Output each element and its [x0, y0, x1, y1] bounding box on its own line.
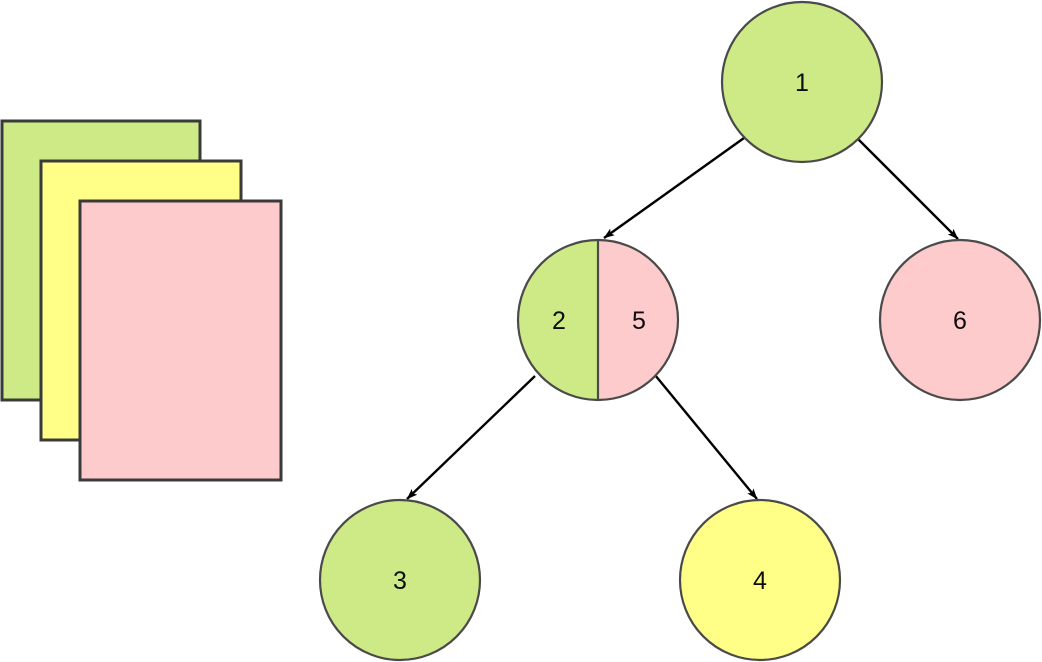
node-5-half-right[interactable]: [598, 240, 678, 400]
tree-edges: [406, 137, 959, 500]
node-2-5[interactable]: 2 5: [516, 238, 680, 402]
node-4[interactable]: 4: [678, 498, 842, 662]
edge-node1-to-node2: [603, 137, 745, 239]
card-pink[interactable]: [78, 199, 283, 482]
stacked-cards: [0, 119, 283, 482]
node-6-circle[interactable]: [878, 238, 1042, 402]
node-1-circle[interactable]: [720, 0, 884, 164]
node-3[interactable]: 3: [318, 498, 482, 662]
edge-node5-to-node4: [654, 374, 758, 500]
node-4-circle[interactable]: [678, 498, 842, 662]
edge-node2-to-node3: [406, 375, 536, 500]
node-1[interactable]: 1: [720, 0, 884, 164]
node-3-circle[interactable]: [318, 498, 482, 662]
edge-node1-to-node6: [856, 137, 959, 240]
node-6[interactable]: 6: [878, 238, 1042, 402]
node-2-half-left[interactable]: [518, 240, 598, 400]
